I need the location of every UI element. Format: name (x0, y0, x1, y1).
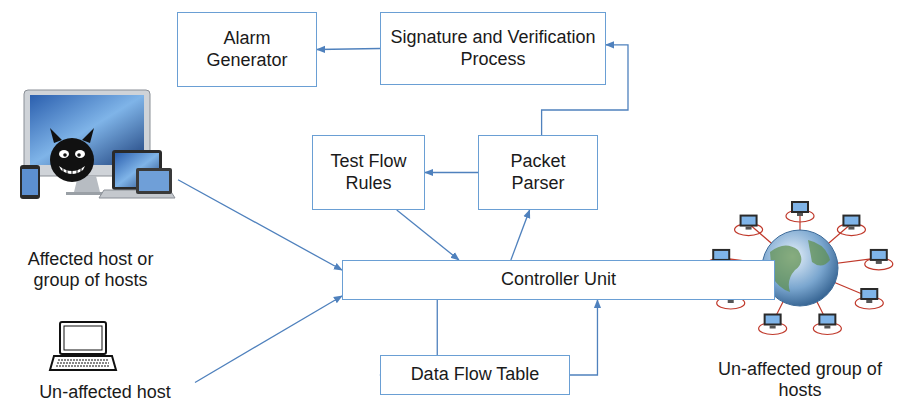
node-label: Affected host or group of hosts (5, 249, 176, 292)
host-node: Affected host or group of hosts (3, 88, 178, 292)
process-box: Signature and Verification Process (380, 12, 606, 85)
node-label: Data Flow Table (411, 364, 540, 386)
node-label: Controller Unit (501, 269, 616, 291)
flow-arrow (425, 172, 478, 173)
output-box: Alarm Generator (177, 12, 317, 87)
host-node: Un-affected group of hosts (698, 200, 902, 402)
node-label: Un-affected host (37, 382, 173, 404)
node-label: Un-affected group of hosts (700, 359, 900, 402)
process-box: Test Flow Rules (312, 135, 425, 210)
controller-box: Controller Unit (342, 260, 775, 300)
node-label: Signature and Verification Process (389, 27, 597, 70)
flow-arrow (317, 49, 380, 50)
node-label: Alarm Generator (186, 28, 308, 71)
laptop-icon (50, 322, 116, 370)
flow-arrow (511, 210, 530, 260)
affected-hosts-picture (20, 90, 175, 199)
host-node: Un-affected host (15, 318, 195, 404)
node-label: Test Flow Rules (321, 151, 416, 194)
node-label: Packet Parser (487, 151, 589, 194)
process-box: Packet Parser (478, 135, 598, 210)
flow-arrow (570, 300, 597, 375)
table-box: Data Flow Table (380, 355, 570, 395)
flow-arrow (397, 210, 459, 260)
flow-arrow (195, 296, 342, 383)
